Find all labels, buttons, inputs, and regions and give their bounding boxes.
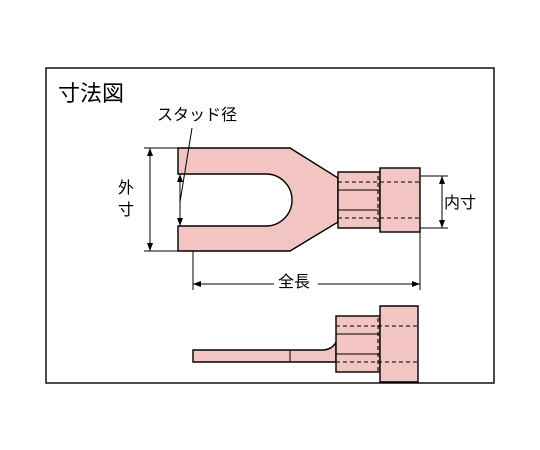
fork-tongue — [177, 147, 339, 252]
terminal-top-view — [177, 147, 421, 252]
inner-dim-label: 内寸 — [444, 193, 476, 212]
stud-diameter-leader — [179, 127, 193, 203]
terminal-side-view — [192, 305, 419, 383]
total-length-label: 全長 — [278, 272, 310, 291]
inner-dimension — [420, 175, 448, 229]
outer-width-dimension — [144, 147, 178, 252]
crimp-barrel — [337, 171, 381, 229]
total-length-dimension — [192, 232, 421, 290]
insulation-sleeve — [379, 167, 421, 233]
outer-dim-label-1: 外 — [118, 178, 134, 197]
diagram-title: 寸法図 — [58, 82, 124, 107]
stud-diameter-label: スタッド径 — [157, 105, 237, 124]
outer-dim-label-2: 寸 — [118, 200, 134, 219]
